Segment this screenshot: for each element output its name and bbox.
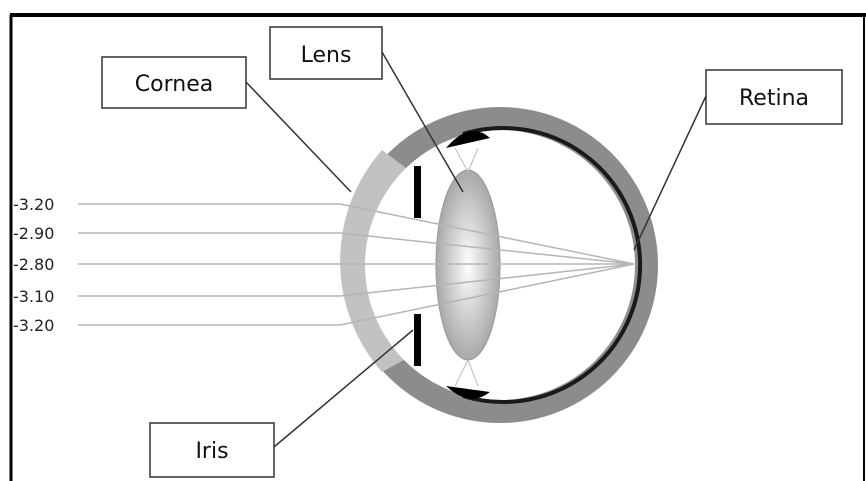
ray-label-4: -3.10 [13,287,54,306]
iris-upper [414,166,421,218]
retina-callout: Retina [706,70,842,124]
ray-label-2: -2.90 [13,224,54,243]
lens [436,170,500,360]
retina-label: Retina [739,86,809,111]
ray-label-1: -3.20 [13,195,54,214]
cornea-label: Cornea [135,72,213,97]
lens-callout: Lens [270,27,382,79]
iris-lower [414,314,421,366]
cornea-leader [246,82,351,192]
retina-leader [634,96,706,250]
iris-label: Iris [195,439,228,464]
iris-callout: Iris [150,423,274,477]
ray-label-3: -2.80 [13,255,54,274]
lens-label: Lens [301,43,352,68]
ray-label-5: -3.20 [13,316,54,335]
cornea-callout: Cornea [102,57,246,108]
iris-leader [274,330,413,447]
